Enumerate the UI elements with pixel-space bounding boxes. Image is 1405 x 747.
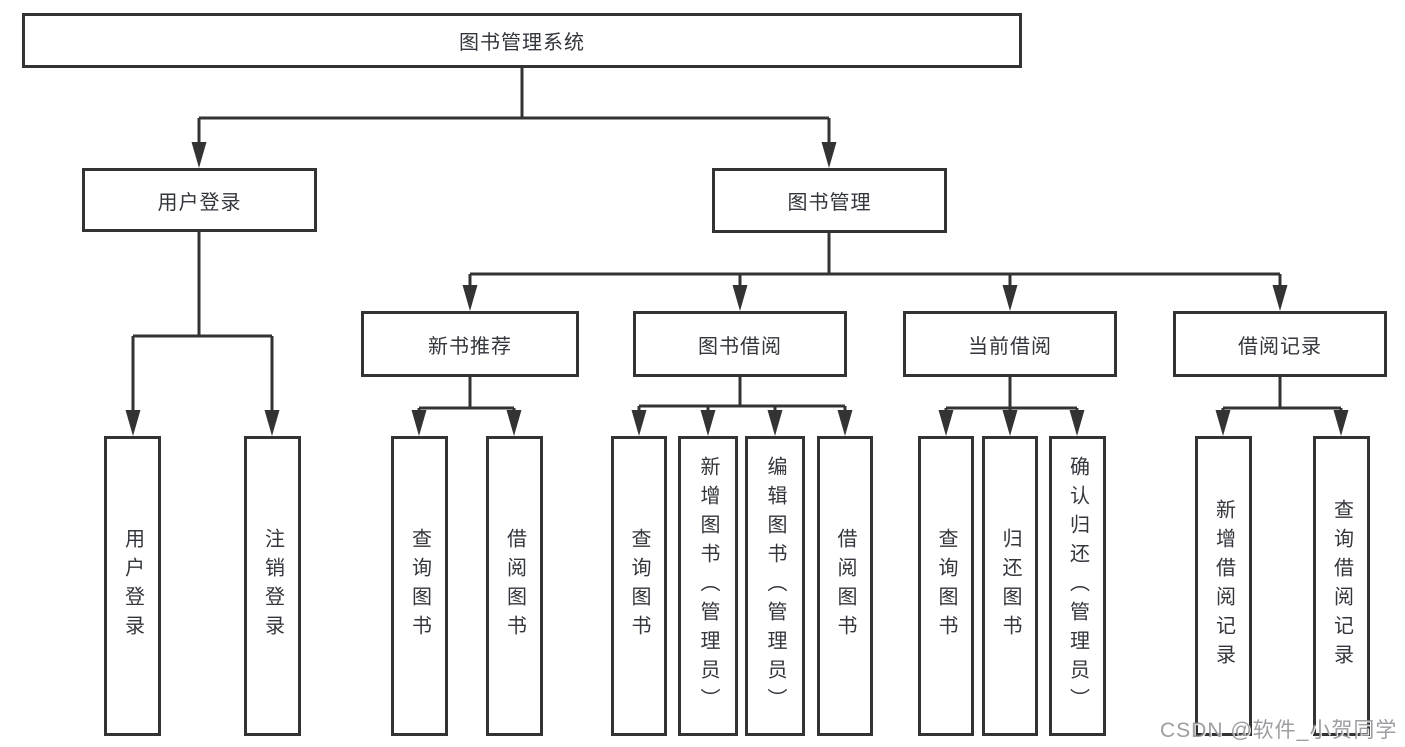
connector-new-book-rec (417, 377, 516, 413)
arrowhead-icon (631, 410, 647, 436)
connector-borrow-records (1221, 377, 1343, 413)
connector-root (197, 68, 831, 146)
arrowhead-icon (1002, 285, 1018, 311)
leaf-logout: 注销登录 (244, 436, 301, 736)
node-book-borrow: 图书借阅 (633, 311, 847, 377)
node-current-borrow: 当前借阅 (903, 311, 1117, 377)
watermark: CSDN @软件_小贺同学 (1160, 719, 1398, 742)
leaf-cb-return-book: 归还图书 (982, 436, 1038, 736)
leaf-rec-borrow-book: 借阅图书 (486, 436, 543, 736)
leaf-bb-query-book: 查询图书 (611, 436, 667, 736)
connector-book-borrow (637, 377, 847, 413)
arrowhead-icon (821, 142, 837, 168)
arrowhead-icon (125, 410, 141, 436)
leaf-br-add-record: 新增借阅记录 (1195, 436, 1252, 736)
arrowhead-icon (837, 410, 853, 436)
arrowhead-icon (411, 410, 427, 436)
arrowhead-icon (732, 285, 748, 311)
arrowhead-icon (700, 410, 716, 436)
connector-book-mgmt (468, 233, 1282, 289)
node-root: 图书管理系统 (22, 13, 1022, 68)
node-borrow-records: 借阅记录 (1173, 311, 1387, 377)
node-new-book-rec: 新书推荐 (361, 311, 579, 377)
leaf-br-query-record: 查询借阅记录 (1313, 436, 1370, 736)
connector-current-borrow (944, 377, 1079, 413)
leaf-bb-borrow-book: 借阅图书 (817, 436, 873, 736)
arrowhead-icon (191, 142, 207, 168)
leaf-cb-query-book: 查询图书 (918, 436, 974, 736)
leaf-bb-edit-book: 编辑图书（管理员） (745, 436, 805, 736)
leaf-bb-add-book: 新增图书（管理员） (678, 436, 738, 736)
arrowhead-icon (1069, 410, 1085, 436)
arrowhead-icon (1272, 285, 1288, 311)
arrowhead-icon (1333, 410, 1349, 436)
node-book-mgmt: 图书管理 (712, 168, 947, 233)
arrowhead-icon (462, 285, 478, 311)
connector-user-login (131, 232, 274, 413)
leaf-user-login: 用户登录 (104, 436, 161, 736)
node-user-login: 用户登录 (82, 168, 317, 232)
arrowhead-icon (767, 410, 783, 436)
arrowhead-icon (1002, 410, 1018, 436)
leaf-rec-query-book: 查询图书 (391, 436, 448, 736)
leaf-cb-confirm-return: 确认归还（管理员） (1049, 436, 1106, 736)
arrowhead-icon (938, 410, 954, 436)
arrowhead-icon (264, 410, 280, 436)
arrowhead-icon (1215, 410, 1231, 436)
arrowhead-icon (506, 410, 522, 436)
